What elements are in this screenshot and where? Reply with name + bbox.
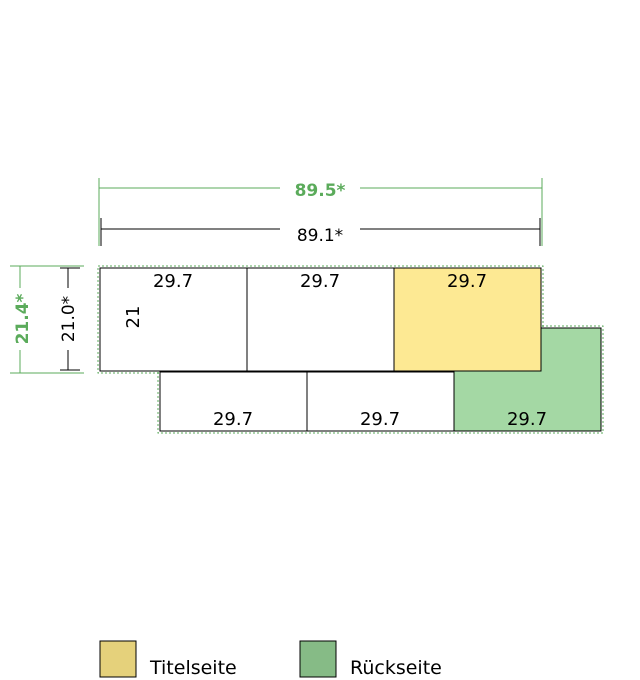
legend-swatch-title-page <box>99 640 137 678</box>
bottom-panel-2 <box>306 371 455 432</box>
bottom-strip: 29.7 29.7 29.7 <box>159 327 602 432</box>
width-bleed-label: 89.5* <box>295 181 346 201</box>
height-bleed-label: 21.4* <box>13 293 33 344</box>
title-page-panel <box>393 267 542 372</box>
panel-height-label: 21 <box>123 306 144 329</box>
back-page-panel-width: 29.7 <box>507 409 547 430</box>
legend: Titelseite Rückseite <box>99 640 442 679</box>
legend-label-title-page: Titelseite <box>149 657 237 679</box>
height-bleed-dimension: 21.4* <box>10 265 84 374</box>
top-panel-2 <box>246 267 395 372</box>
top-strip: 29.7 29.7 29.7 21 <box>99 267 542 372</box>
width-bleed-dimension: 89.5* <box>98 178 543 246</box>
bottom-panel-2-width: 29.7 <box>360 409 400 430</box>
width-dimension: 89.1* <box>100 218 541 246</box>
top-panel-1-width: 29.7 <box>153 271 193 292</box>
height-label: 21.0* <box>59 296 79 342</box>
width-label: 89.1* <box>297 226 343 246</box>
top-panel-1 <box>99 267 248 372</box>
title-page-panel-width: 29.7 <box>447 271 487 292</box>
bottom-panel-1-width: 29.7 <box>213 409 253 430</box>
legend-swatch-back-page <box>299 640 337 678</box>
legend-label-back-page: Rückseite <box>350 657 442 679</box>
top-panel-2-width: 29.7 <box>300 271 340 292</box>
height-dimension: 21.0* <box>59 267 80 371</box>
